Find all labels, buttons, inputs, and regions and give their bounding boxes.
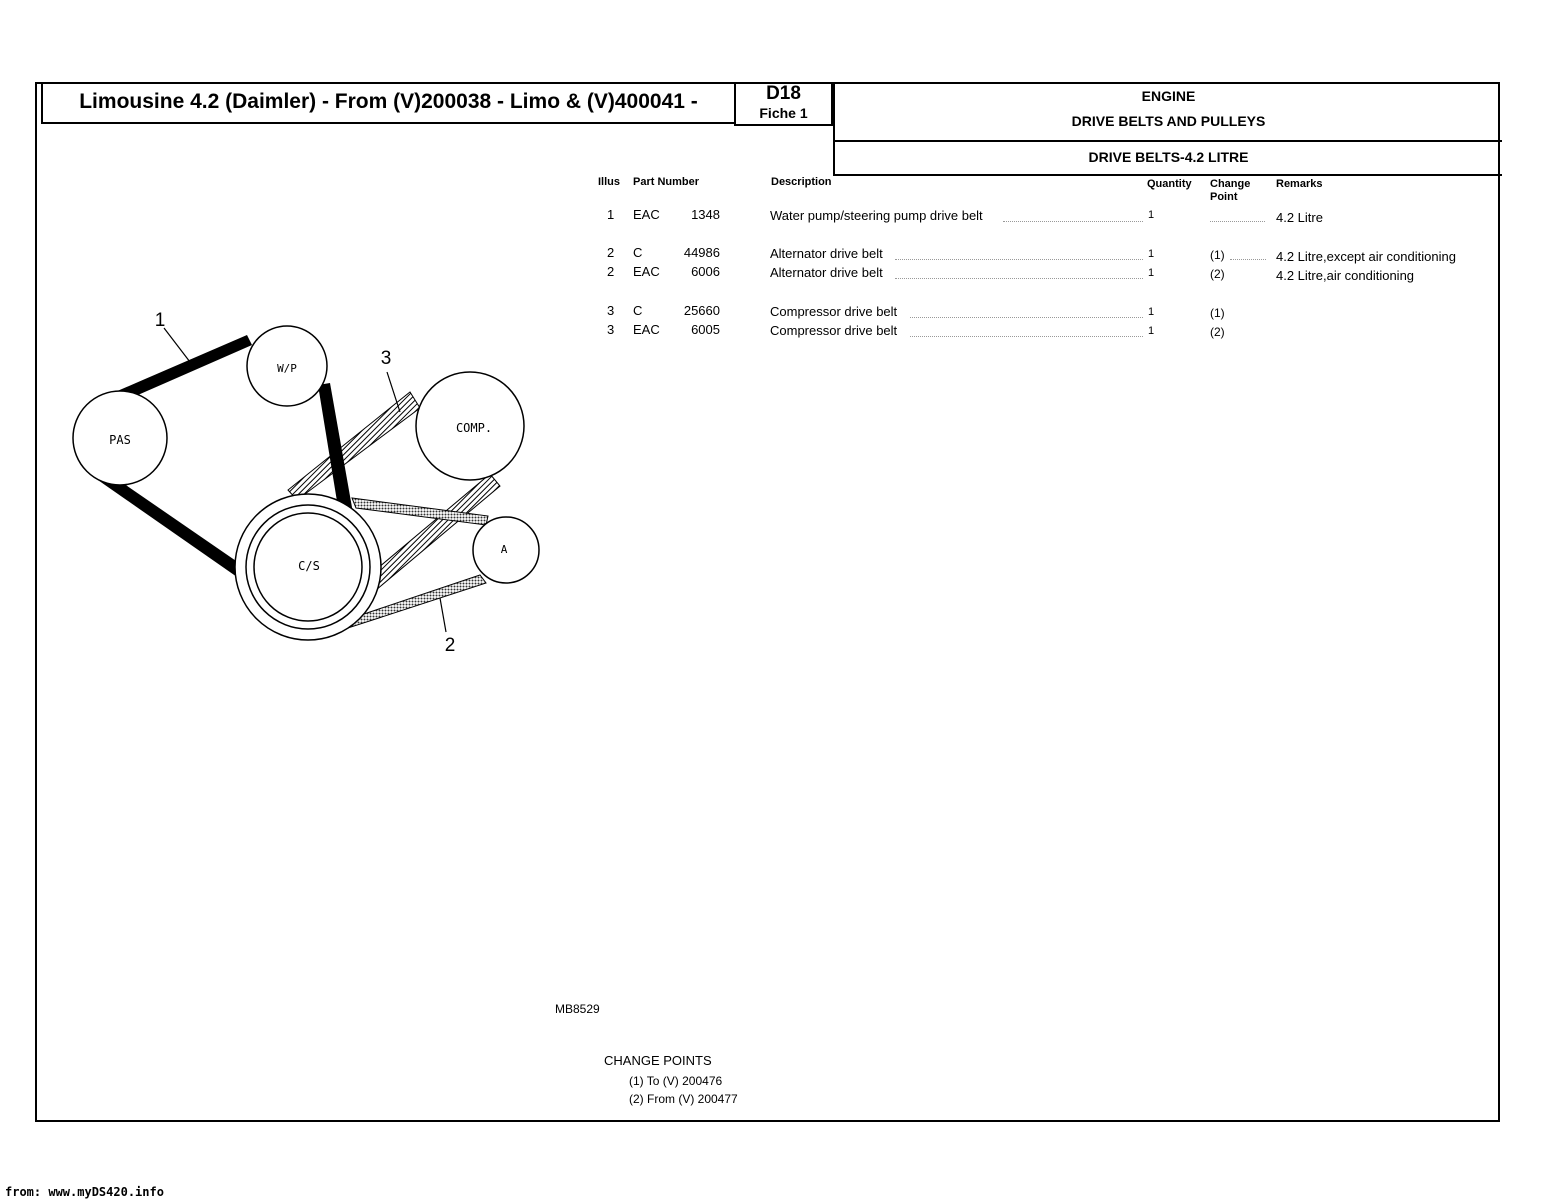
col-remarks: Remarks (1276, 178, 1323, 190)
row-illus: 3 (607, 303, 615, 318)
row-change-point: (2) (1210, 325, 1225, 339)
row-description: Water pump/steering pump drive belt (770, 208, 983, 223)
drive-belt-diagram: PAS W/P COMP. C/S A 1 3 2 (72, 310, 540, 656)
col-change-point: Change Point (1210, 178, 1251, 203)
row-prefix: EAC (633, 264, 660, 279)
row-number: 6006 (691, 264, 720, 279)
row-illus: 2 (607, 264, 615, 279)
page-title: Limousine 4.2 (Daimler) - From (V)200038… (41, 82, 734, 124)
compressor-pulley (415, 371, 525, 481)
row-change-point: (1) (1210, 306, 1225, 320)
water-pump-label: W/P (277, 362, 297, 375)
crankshaft-pulley (234, 493, 382, 641)
col-description: Description (771, 176, 832, 188)
row-number: 25660 (683, 303, 720, 318)
row-quantity: 1 (1148, 248, 1155, 260)
page-title-text: Limousine 4.2 (Daimler) - From (V)200038… (79, 90, 698, 113)
footer-source: from: www.myDS420.info (5, 1185, 164, 1199)
row-illus: 3 (607, 322, 615, 337)
row-prefix: C (633, 245, 643, 260)
row-remarks: 4.2 Litre,air conditioning (1276, 268, 1415, 283)
change-point-item: (2) From (V) 200477 (629, 1092, 738, 1106)
section-box: ENGINE DRIVE BELTS AND PULLEYS (833, 82, 1502, 142)
leader-dots (910, 336, 1143, 337)
callout-2: 2 (445, 635, 456, 656)
row-remarks: 4.2 Litre (1276, 210, 1323, 225)
row-quantity: 1 (1148, 267, 1155, 279)
group-title: DRIVE BELTS-4.2 LITRE (833, 142, 1502, 176)
row-prefix: C (633, 303, 643, 318)
callout-1: 1 (155, 310, 166, 331)
col-part-number: Part Number (633, 176, 700, 188)
compressor-label: COMP. (456, 421, 492, 435)
section-title: ENGINE (1141, 88, 1196, 104)
leader-dots (1210, 221, 1265, 222)
row-prefix: EAC (633, 207, 660, 222)
row-change-point: (1) (1210, 248, 1225, 262)
col-quantity: Quantity (1147, 178, 1192, 190)
change-point-item: (1) To (V) 200476 (629, 1074, 723, 1088)
row-illus: 1 (607, 207, 615, 222)
row-change-point: (2) (1210, 267, 1225, 281)
water-pump-belt (95, 335, 356, 593)
row-description: Alternator drive belt (770, 265, 883, 280)
row-quantity: 1 (1148, 325, 1155, 337)
row-quantity: 1 (1148, 306, 1155, 318)
figure-reference: MB8529 (555, 1002, 600, 1016)
alternator-pulley (472, 516, 540, 584)
leader-dots (1003, 221, 1143, 222)
row-number: 6005 (691, 322, 720, 337)
leader-dots (895, 278, 1143, 279)
row-illus: 2 (607, 245, 615, 260)
fiche-code: D18 (766, 83, 801, 104)
leader-dots (895, 259, 1143, 260)
row-description: Compressor drive belt (770, 323, 898, 338)
row-number: 44986 (683, 245, 720, 260)
row-description: Alternator drive belt (770, 246, 883, 261)
col-illus: Illus (598, 176, 621, 188)
leader-dots (1230, 259, 1266, 260)
callout-1-leader (163, 327, 191, 363)
page-frame (35, 82, 1500, 1122)
callout-2-leader (439, 597, 447, 633)
row-prefix: EAC (633, 322, 660, 337)
fiche-label: Fiche 1 (759, 105, 808, 121)
row-number: 1348 (691, 207, 720, 222)
crankshaft-label: C/S (298, 559, 320, 573)
pas-label: PAS (109, 433, 131, 447)
row-quantity: 1 (1148, 209, 1155, 221)
row-remarks: 4.2 Litre,except air conditioning (1276, 249, 1456, 264)
water-pump-pulley (246, 325, 328, 407)
pas-pulley (72, 390, 168, 486)
fiche-box: D18 Fiche 1 (734, 82, 833, 126)
callout-3-leader (386, 371, 401, 413)
row-description: Compressor drive belt (770, 304, 898, 319)
leader-dots (910, 317, 1143, 318)
alternator-label: A (501, 543, 508, 556)
subsection-title: DRIVE BELTS AND PULLEYS (1071, 113, 1266, 129)
callout-3: 3 (381, 348, 392, 369)
change-points-title: CHANGE POINTS (604, 1053, 712, 1068)
